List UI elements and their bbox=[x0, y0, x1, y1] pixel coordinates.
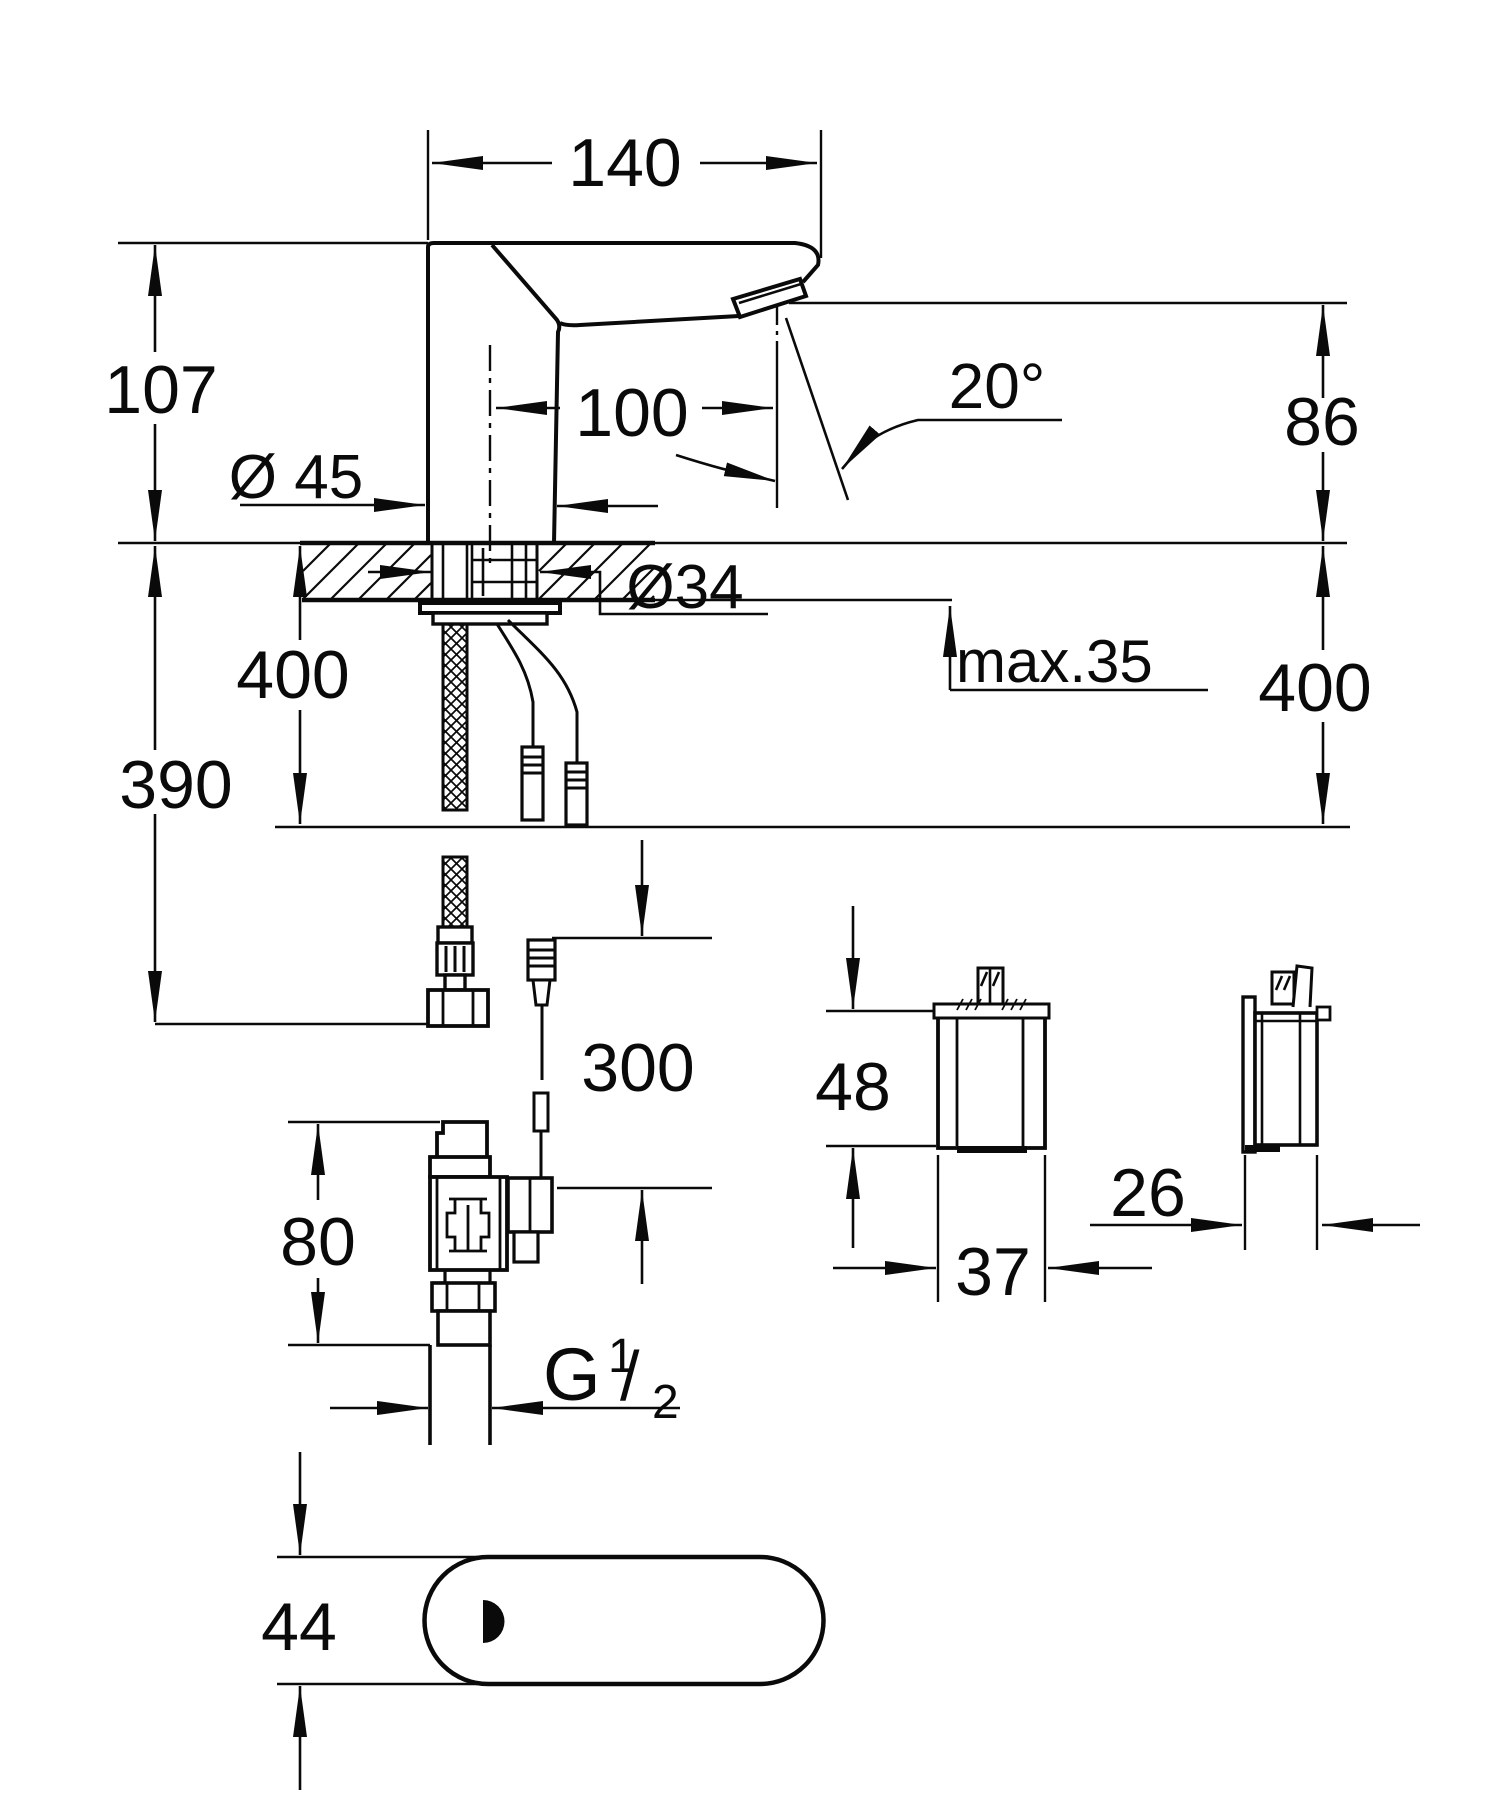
supply-hose bbox=[426, 622, 490, 1028]
dim-400-left: 400 bbox=[236, 637, 349, 713]
power-box-side-view bbox=[932, 966, 1051, 1153]
dim-390: 390 bbox=[119, 747, 232, 823]
valve-cartridge bbox=[445, 1197, 491, 1253]
dim-dia-34: Ø34 bbox=[626, 553, 743, 622]
dim-dia-45: Ø 45 bbox=[229, 443, 363, 512]
cable-plug-left bbox=[520, 745, 545, 822]
dim-400-right: 400 bbox=[1258, 650, 1371, 726]
angle-valve bbox=[428, 1120, 554, 1445]
faucet-top-view bbox=[422, 1554, 826, 1687]
water-stream-20deg-line bbox=[784, 317, 850, 501]
dim-max-35: max.35 bbox=[956, 628, 1153, 695]
dim-100: 100 bbox=[575, 375, 688, 451]
cable-plug-right bbox=[564, 761, 589, 827]
faucet-side-view bbox=[426, 241, 821, 544]
dim-20-deg: 20° bbox=[949, 350, 1046, 422]
dim-g-half-thread: G 1 / 2 bbox=[543, 1330, 679, 1429]
dim-80: 80 bbox=[280, 1204, 356, 1280]
shank-in-hole bbox=[441, 543, 537, 600]
mounting-flange bbox=[418, 598, 562, 626]
box-terminal bbox=[976, 966, 1005, 1006]
sensor-face-edge bbox=[490, 243, 562, 544]
reference-lines bbox=[118, 130, 1350, 1686]
cable-ferrule bbox=[532, 1091, 550, 1133]
hose-collar bbox=[436, 925, 474, 945]
dimension-labels: 140 107 100 Ø 45 20° 86 Ø34 max.35 400 4… bbox=[104, 125, 1371, 1665]
deck-hatching bbox=[302, 542, 655, 600]
thread-denominator: 2 bbox=[652, 1376, 679, 1429]
valve-solenoid bbox=[506, 1176, 554, 1264]
dim-48: 48 bbox=[815, 1049, 891, 1125]
power-box-front-view bbox=[1241, 964, 1332, 1154]
box2-terminal bbox=[1270, 970, 1296, 1006]
dim-140: 140 bbox=[568, 125, 681, 201]
dimension-lines bbox=[148, 156, 1420, 1790]
box2-clip bbox=[1291, 964, 1314, 1008]
sensor-cables bbox=[495, 618, 589, 1178]
thread-numerator: 1 bbox=[608, 1330, 635, 1383]
valve-lower-nut bbox=[430, 1281, 497, 1313]
sensor-window bbox=[483, 1600, 505, 1643]
dim-86: 86 bbox=[1284, 384, 1360, 460]
valve-cable-plug bbox=[526, 938, 557, 1007]
dim-107: 107 bbox=[104, 352, 217, 428]
box-hatch-band bbox=[956, 998, 1027, 1011]
dim-26: 26 bbox=[1110, 1155, 1186, 1231]
hose-union-nut bbox=[426, 988, 490, 1028]
center-lines bbox=[488, 307, 850, 568]
dim-44: 44 bbox=[261, 1589, 337, 1665]
dim-37: 37 bbox=[955, 1234, 1031, 1310]
aerator-outlet bbox=[730, 276, 809, 320]
thread-slash: / bbox=[620, 1337, 640, 1415]
thread-g: G bbox=[543, 1333, 601, 1416]
hose-ribbed-fitting bbox=[435, 941, 475, 977]
dim-300: 300 bbox=[581, 1030, 694, 1106]
mounting-deck bbox=[300, 540, 655, 626]
